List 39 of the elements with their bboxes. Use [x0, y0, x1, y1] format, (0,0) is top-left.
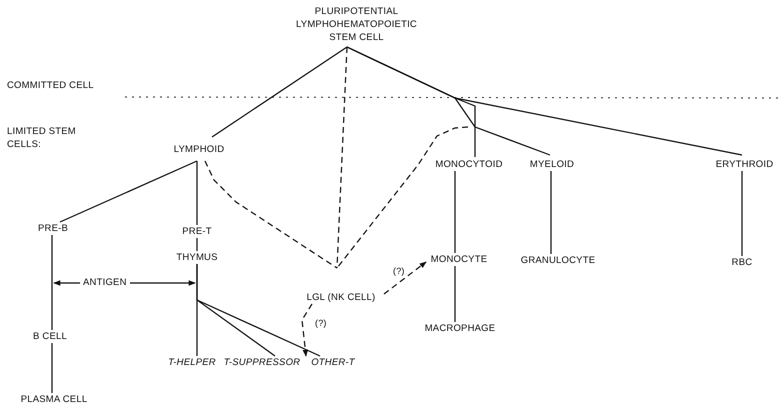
connector-line [212, 46, 348, 138]
connector-line [454, 171, 456, 253]
cell-type-label: THYMUS [176, 251, 218, 264]
cell-type-label: GRANULOCYTE [520, 254, 596, 267]
cell-type-label: RBC [732, 256, 752, 269]
connector-line [51, 343, 53, 393]
connector-line [346, 46, 742, 156]
cell-type-label: PRE-T [182, 225, 212, 238]
arrow [384, 262, 427, 294]
connector-line [196, 238, 198, 251]
cell-type-label: PLASMA CELL [20, 393, 88, 406]
connector-line [454, 266, 456, 322]
cell-type-label: MONOCYTOID [435, 158, 503, 171]
cell-type-label: MONOCYTE [430, 253, 488, 266]
connector-line [51, 235, 53, 330]
connector-line [196, 264, 320, 357]
connector-line [196, 161, 198, 225]
cell-type-label: PLURIPOTENTIAL LYMPHOHEMATOPOIETIC STEM CELL [296, 5, 417, 44]
level-label: COMMITTED CELL [7, 79, 95, 92]
cell-type-label: PRE-B [38, 222, 68, 235]
cell-type-label: LGL (NK CELL) [306, 291, 376, 304]
connector-line [336, 126, 468, 268]
arrow [301, 304, 312, 357]
cell-type-label: B CELL [33, 330, 67, 343]
connector-line [550, 171, 552, 254]
cell-type-label: LYMPHOID [174, 143, 224, 156]
edge-label: (?) [314, 318, 328, 329]
cell-type-label: OTHER-T [311, 356, 355, 369]
cell-type-label: T-SUPPRESSOR [224, 356, 300, 369]
connector-line [204, 160, 338, 268]
connector-line [60, 160, 198, 223]
level-label: LIMITED STEM CELLS: [7, 125, 77, 151]
connector-line [336, 46, 348, 268]
cell-type-label: MACROPHAGE [424, 322, 496, 335]
cell-type-label: T-HELPER [168, 356, 216, 369]
connector-line [741, 171, 743, 256]
cell-type-label: MYELOID [530, 158, 574, 171]
edge-label: (?) [392, 266, 406, 277]
cell-type-label: ERYTHROID [716, 158, 774, 171]
